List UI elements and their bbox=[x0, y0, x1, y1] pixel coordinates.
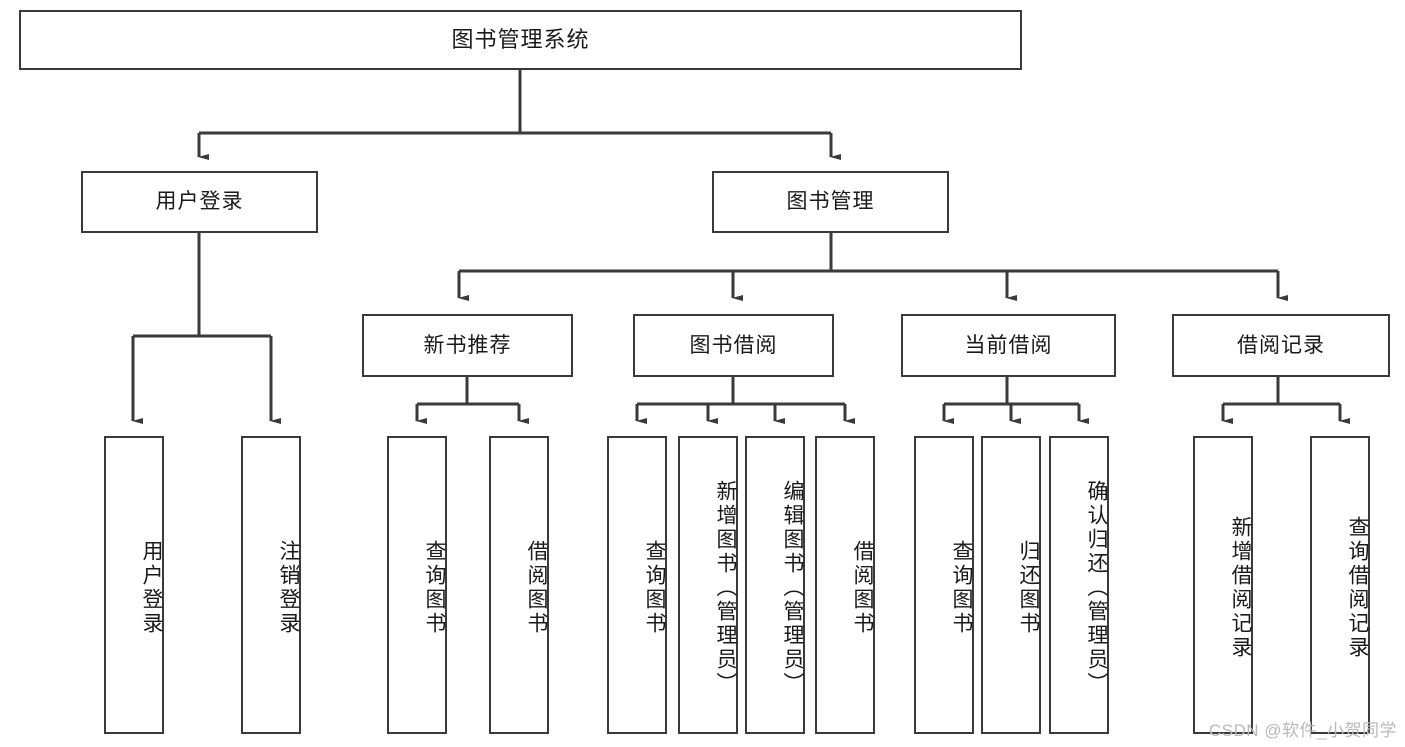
leaf-current-confirm-return[interactable]: 确认归还（管理员） bbox=[1049, 436, 1109, 734]
node-label: 新增图书（管理员） bbox=[714, 480, 737, 696]
node-label: 新增借阅记录 bbox=[1229, 516, 1252, 660]
leaf-logout[interactable]: 注销登录 bbox=[241, 436, 301, 734]
leaf-user-login[interactable]: 用户登录 bbox=[104, 436, 164, 734]
node-book-borrow[interactable]: 图书借阅 bbox=[633, 314, 834, 377]
leaf-borrow-add-book[interactable]: 新增图书（管理员） bbox=[678, 436, 738, 734]
node-borrow-record[interactable]: 借阅记录 bbox=[1172, 314, 1390, 377]
leaf-recommend-borrow-book[interactable]: 借阅图书 bbox=[489, 436, 549, 734]
node-label: 新书推荐 bbox=[423, 333, 512, 357]
node-label: 图书管理系统 bbox=[451, 26, 590, 52]
leaf-current-query-book[interactable]: 查询图书 bbox=[914, 436, 974, 734]
leaf-record-add-record[interactable]: 新增借阅记录 bbox=[1193, 436, 1253, 734]
node-label: 借阅记录 bbox=[1237, 333, 1325, 357]
leaf-current-return-book[interactable]: 归还图书 bbox=[981, 436, 1041, 734]
node-label: 借阅图书 bbox=[525, 540, 548, 636]
node-label: 编辑图书（管理员） bbox=[781, 480, 804, 696]
node-label: 注销登录 bbox=[277, 540, 300, 636]
leaf-borrow-query-book[interactable]: 查询图书 bbox=[607, 436, 667, 734]
node-user-login[interactable]: 用户登录 bbox=[81, 171, 318, 233]
node-current-borrow[interactable]: 当前借阅 bbox=[901, 314, 1116, 377]
csdn-watermark: CSDN @软件_小贺同学 bbox=[1208, 721, 1397, 740]
node-label: 用户登录 bbox=[140, 540, 163, 636]
node-label: 图书借阅 bbox=[689, 333, 778, 357]
node-label: 当前借阅 bbox=[964, 333, 1053, 357]
node-label: 查询借阅记录 bbox=[1346, 516, 1369, 660]
node-label: 图书管理 bbox=[786, 190, 875, 214]
node-label: 查询图书 bbox=[950, 540, 973, 636]
leaf-borrow-edit-book[interactable]: 编辑图书（管理员） bbox=[745, 436, 805, 734]
node-book-management[interactable]: 图书管理 bbox=[712, 171, 949, 233]
node-label: 确认归还（管理员） bbox=[1085, 480, 1108, 696]
leaf-record-query-record[interactable]: 查询借阅记录 bbox=[1310, 436, 1370, 734]
node-label: 用户登录 bbox=[155, 190, 244, 214]
node-root-system[interactable]: 图书管理系统 bbox=[19, 10, 1022, 70]
node-new-book-recommend[interactable]: 新书推荐 bbox=[362, 314, 573, 377]
node-label: 查询图书 bbox=[643, 540, 666, 636]
leaf-borrow-borrow-book[interactable]: 借阅图书 bbox=[815, 436, 875, 734]
node-label: 借阅图书 bbox=[851, 540, 874, 636]
leaf-recommend-query-book[interactable]: 查询图书 bbox=[387, 436, 447, 734]
node-label: 查询图书 bbox=[423, 540, 446, 636]
node-label: 归还图书 bbox=[1017, 540, 1040, 636]
